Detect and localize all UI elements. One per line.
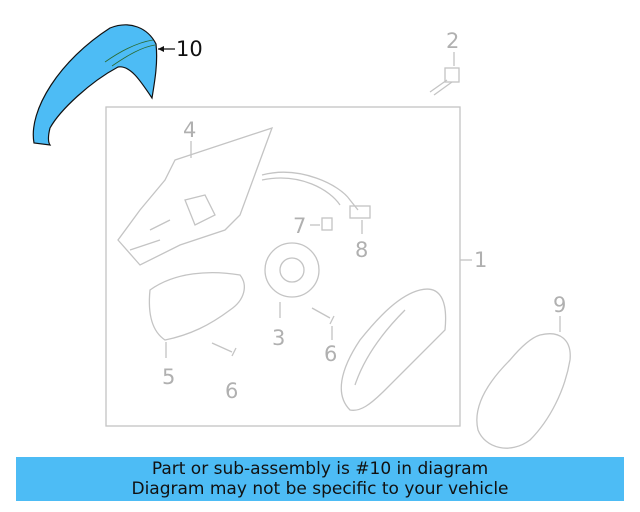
part-6-screw	[311, 307, 335, 325]
callout-8: 8	[355, 238, 368, 262]
callout-3: 3	[272, 326, 285, 350]
part-2-screw	[429, 52, 460, 96]
callout-7: 7	[293, 214, 306, 238]
part-3-motor	[264, 242, 320, 318]
part-6-screw-2	[211, 342, 237, 357]
banner-line-2: Diagram may not be specific to your vehi…	[131, 479, 509, 499]
banner-line-1: Part or sub-assembly is #10 in diagram	[151, 459, 489, 479]
part-10-mirror-cover[interactable]	[32, 24, 158, 146]
assembly-box	[105, 106, 461, 427]
callout-4: 4	[183, 118, 196, 142]
callout-6a: 6	[324, 342, 337, 366]
callout-6b: 6	[225, 379, 238, 403]
part-9-mirror-glass	[476, 316, 571, 449]
callout-9: 9	[553, 293, 566, 317]
callout-1: 1	[474, 248, 487, 272]
mirror-frame	[340, 288, 447, 411]
callout-10: 10	[176, 37, 203, 61]
part-5-bracket	[148, 271, 245, 358]
part-4-mirror-housing	[117, 126, 359, 266]
callout-5: 5	[162, 365, 175, 389]
callout-2: 2	[446, 29, 459, 53]
part-8-connector	[349, 205, 371, 219]
part-7-connector	[321, 217, 333, 231]
info-banner: Part or sub-assembly is #10 in diagram D…	[16, 457, 624, 501]
